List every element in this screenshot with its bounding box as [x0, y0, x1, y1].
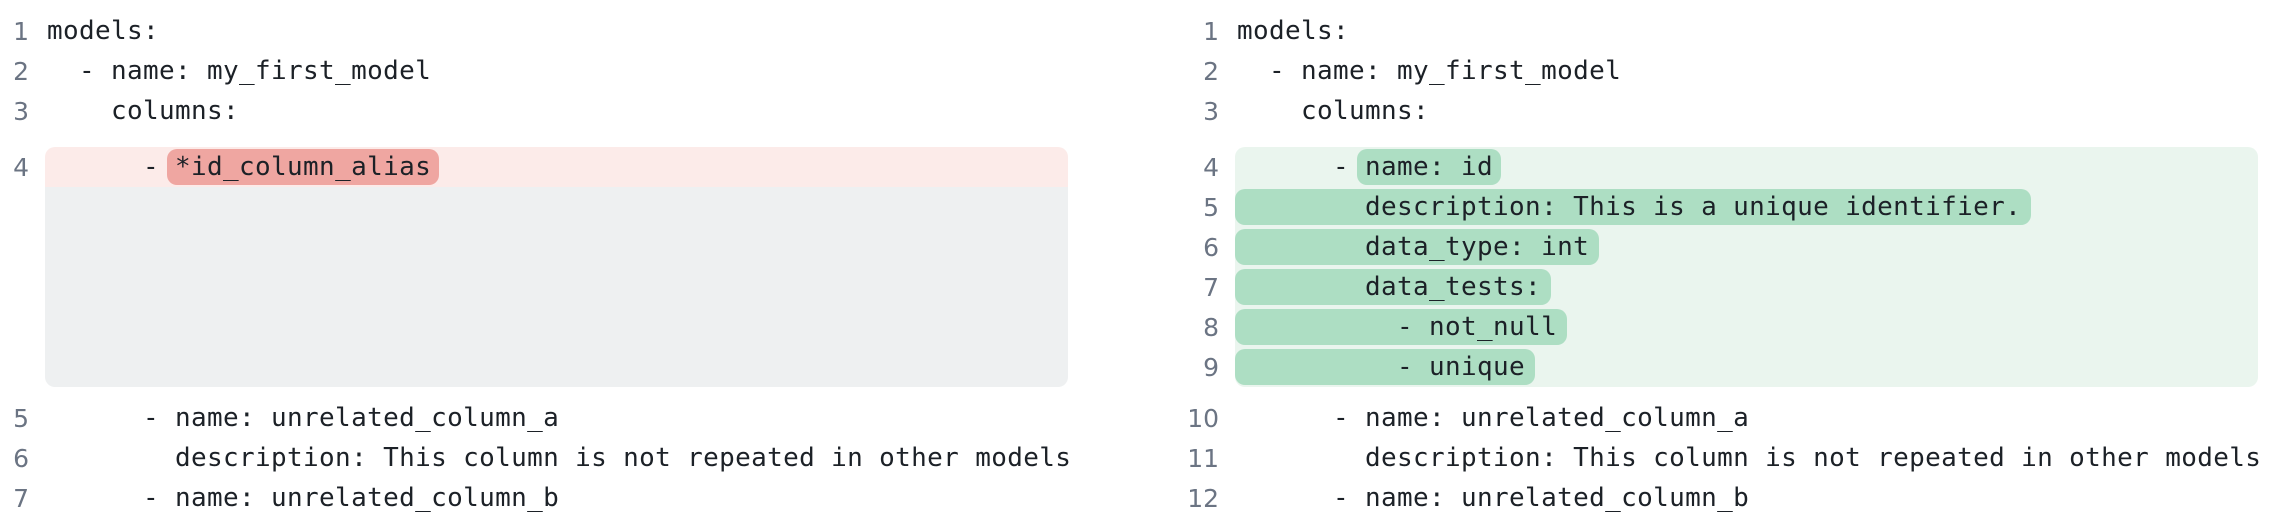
code-line-row: 1 models:: [0, 11, 1068, 51]
code-line-row: 7 - name: unrelated_column_b: [0, 478, 1068, 518]
code-line-row: 1 models:: [1139, 11, 2258, 51]
code-text: - name: unrelated_column_b: [47, 483, 560, 513]
line-number: 11: [1187, 443, 1219, 473]
code-text: models:: [1237, 16, 1350, 46]
added-line-highlight: data_type: int: [1235, 227, 2258, 267]
code-text: columns:: [1237, 96, 1430, 126]
line-number: 4: [13, 152, 29, 182]
code-line-row: 6 description: This column is not repeat…: [0, 438, 1072, 478]
collapsed-lines-spacer: [45, 187, 1068, 387]
added-line-highlight: - unique: [1235, 347, 2258, 387]
line-number: 5: [13, 403, 29, 433]
code-text: - name: unrelated_column_a: [1237, 403, 1750, 433]
line-number: 8: [1203, 312, 1219, 342]
added-line-highlight: - not_null: [1235, 307, 2258, 347]
line-number: 12: [1187, 483, 1219, 513]
line-number: 2: [13, 56, 29, 86]
code-text: models:: [47, 16, 160, 46]
code-line-row: 5 - name: unrelated_column_a: [0, 398, 1068, 438]
line-number: 9: [1203, 352, 1219, 382]
code-text: - name: unrelated_column_b: [1237, 483, 1750, 513]
code-text: -: [1237, 152, 1366, 182]
diff-panel-after: 1 models: 2 - name: my_first_model 3 col…: [1139, 0, 2262, 518]
line-number: 6: [1203, 232, 1219, 262]
added-token-highlight: data_type: int: [1235, 229, 1600, 265]
line-number: 1: [1203, 16, 1219, 46]
removed-line-row: 4 - *id_column_alias: [0, 147, 1068, 187]
added-line-row: 4 - name: id: [1139, 147, 2258, 187]
added-token-highlight: description: This is a unique identifier…: [1235, 189, 2032, 225]
collapsed-lines-spacer-row: [0, 187, 1068, 387]
line-number: 3: [1203, 96, 1219, 126]
code-line-row: 2 - name: my_first_model: [1139, 51, 2258, 91]
line-number: 4: [1203, 152, 1219, 182]
line-number: 2: [1203, 56, 1219, 86]
code-text: -: [47, 152, 176, 182]
diff-panel-before: 1 models: 2 - name: my_first_model 3 col…: [0, 0, 1072, 518]
added-line-highlight: - name: id: [1235, 147, 2258, 187]
added-token-highlight: data_tests:: [1235, 269, 1552, 305]
line-number: 3: [13, 96, 29, 126]
code-line-row: 12 - name: unrelated_column_b: [1139, 478, 2258, 518]
added-token-highlight: - unique: [1235, 349, 1536, 385]
code-line-row: 10 - name: unrelated_column_a: [1139, 398, 2258, 438]
added-line-highlight: data_tests:: [1235, 267, 2258, 307]
added-line-row: 6 data_type: int: [1139, 227, 2258, 267]
added-line-row: 7 data_tests:: [1139, 267, 2258, 307]
code-text: description: This column is not repeated…: [1237, 443, 2262, 473]
code-text: - name: unrelated_column_a: [47, 403, 560, 433]
code-text: description: This column is not repeated…: [47, 443, 1072, 473]
added-token-highlight: name: id: [1357, 149, 1502, 185]
added-line-row: 9 - unique: [1139, 347, 2258, 387]
line-number: 7: [13, 483, 29, 513]
code-line-row: 11 description: This column is not repea…: [1139, 438, 2262, 478]
line-number: 5: [1203, 192, 1219, 222]
removed-line-highlight: - *id_column_alias: [45, 147, 1068, 187]
spacer-gutter: [0, 187, 45, 387]
code-text: columns:: [47, 96, 240, 126]
removed-token-highlight: *id_column_alias: [167, 149, 440, 185]
line-number: 6: [13, 443, 29, 473]
added-line-row: 5 description: This is a unique identifi…: [1139, 187, 2258, 227]
code-text: - name: my_first_model: [47, 56, 432, 86]
code-text: - name: my_first_model: [1237, 56, 1622, 86]
added-line-row: 8 - not_null: [1139, 307, 2258, 347]
code-line-row: 2 - name: my_first_model: [0, 51, 1068, 91]
added-token-highlight: - not_null: [1235, 309, 1568, 345]
line-number: 1: [13, 16, 29, 46]
line-number: 7: [1203, 272, 1219, 302]
code-line-row: 3 columns:: [0, 91, 1068, 131]
added-line-highlight: description: This is a unique identifier…: [1235, 187, 2258, 227]
line-number: 10: [1187, 403, 1219, 433]
code-line-row: 3 columns:: [1139, 91, 2258, 131]
